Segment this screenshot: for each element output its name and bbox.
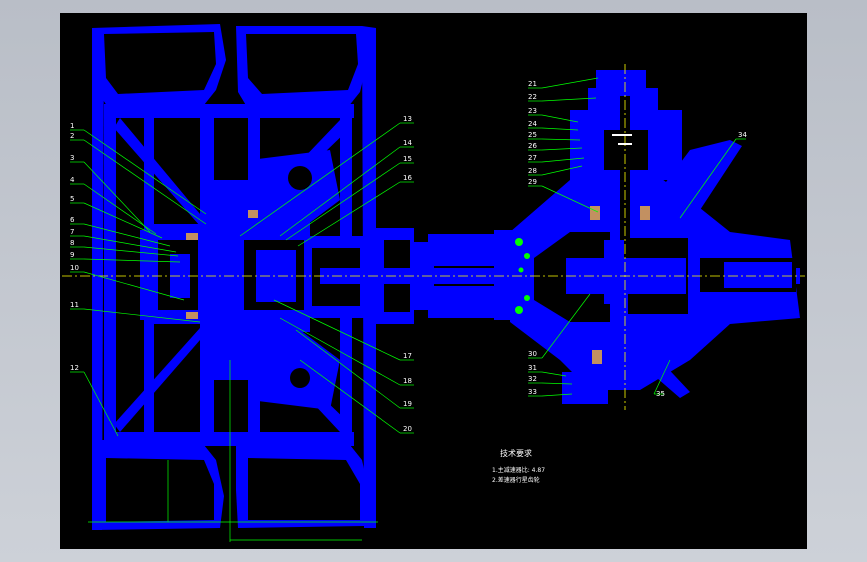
- callout-20: 20: [403, 425, 412, 433]
- callout-23: 23: [528, 107, 537, 115]
- callout-11: 11: [70, 301, 79, 309]
- right-callouts: 21 22 23 24 25 26 27 28 29 30 31 32 33: [528, 80, 537, 396]
- callout-26: 26: [528, 142, 537, 150]
- tech-line-2: 2.差速器行星齿轮: [492, 476, 540, 484]
- callout-27: 27: [528, 154, 537, 162]
- callout-16: 16: [403, 174, 412, 182]
- callout-33: 33: [528, 388, 537, 396]
- callout-24: 24: [528, 120, 537, 128]
- tech-title: 技术要求: [500, 448, 532, 458]
- callout-12: 12: [70, 364, 79, 372]
- diff-marker-dots: [515, 238, 530, 314]
- callout-29: 29: [528, 178, 537, 186]
- callout-7: 7: [70, 228, 74, 236]
- centerlines: [62, 64, 805, 410]
- callout-2: 2: [70, 132, 74, 140]
- tech-line-1: 1.主减速器比: 4.87: [492, 466, 545, 474]
- callout-17: 17: [403, 352, 412, 360]
- callout-15: 15: [403, 155, 412, 163]
- callout-10: 10: [70, 264, 79, 272]
- diff-dim-marks: [612, 134, 632, 145]
- callout-21: 21: [528, 80, 537, 88]
- hatch-sections: [186, 206, 650, 364]
- callout-22: 22: [528, 93, 537, 101]
- callout-34: 34: [738, 131, 747, 139]
- tire-voids: [104, 32, 360, 522]
- callout-35: 35: [656, 390, 665, 398]
- callout-5: 5: [70, 195, 74, 203]
- callout-6: 6: [70, 216, 75, 224]
- callout-18: 18: [403, 377, 412, 385]
- callout-8: 8: [70, 239, 74, 247]
- callout-28: 28: [528, 167, 537, 175]
- callout-32: 32: [528, 375, 537, 383]
- callout-9: 9: [70, 251, 74, 259]
- callout-19: 19: [403, 400, 412, 408]
- callout-1: 1: [70, 122, 74, 130]
- mid-callouts: 13 14 15 16 17 18 19 20: [403, 115, 412, 433]
- callout-30: 30: [528, 350, 537, 358]
- callout-14: 14: [403, 139, 412, 147]
- callout-4: 4: [70, 176, 75, 184]
- leader-lines: [70, 77, 746, 542]
- callout-13: 13: [403, 115, 412, 123]
- callout-3: 3: [70, 154, 74, 162]
- callout-25: 25: [528, 131, 537, 139]
- callout-31: 31: [528, 364, 537, 372]
